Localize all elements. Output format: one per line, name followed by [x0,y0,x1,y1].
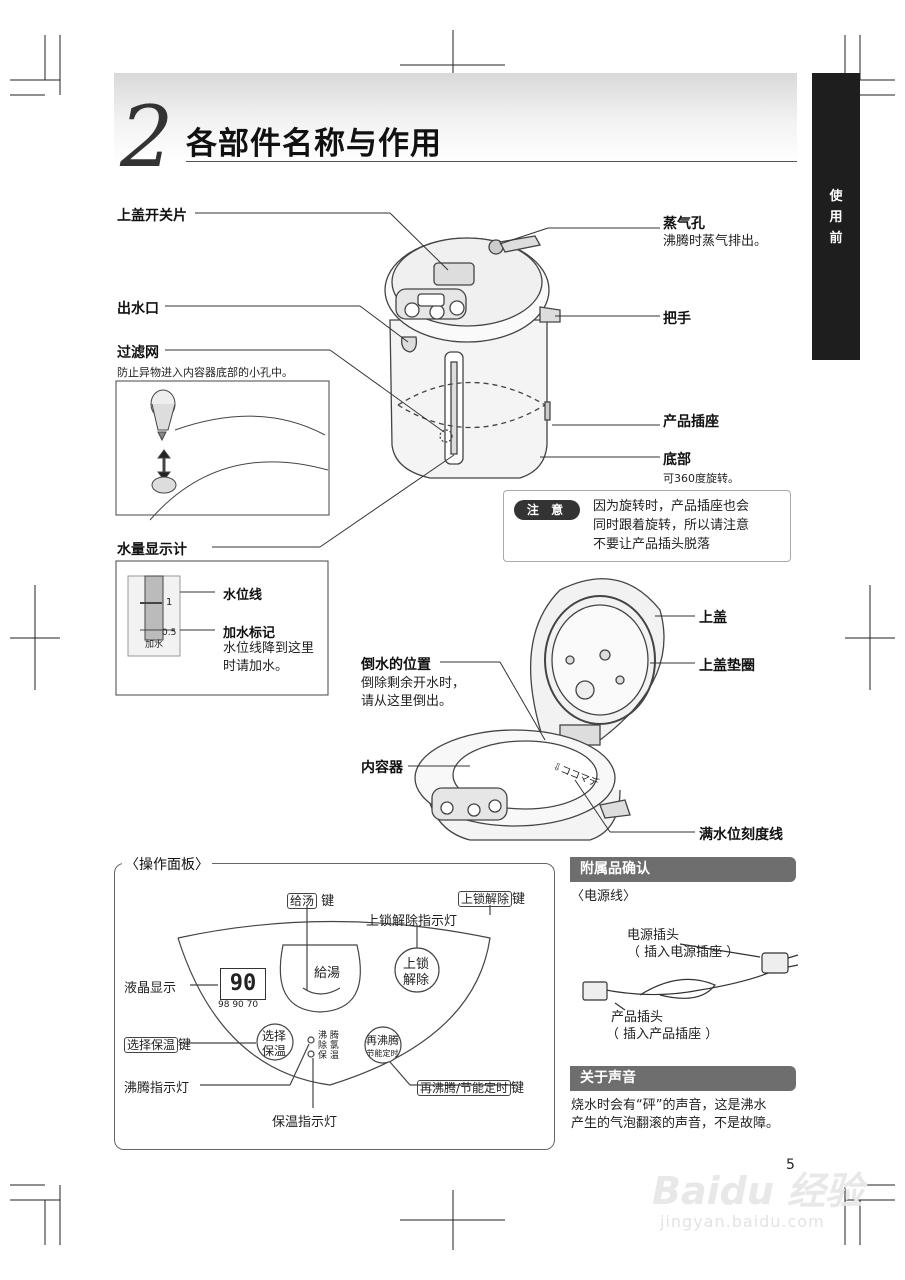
product-plug-desc: （ 插入产品插座 ） [606,1027,719,1042]
pour-description: 倒除剩余开水时， 请从这里倒出。 [361,676,466,709]
lcd-display: 90 [220,968,266,1000]
gauge-refill-tag: 加水 [145,640,164,650]
label-handle: 把手 [663,311,691,327]
steam-vent-description: 沸腾时蒸气排出。 [663,234,768,249]
select-keep-key-label: 选择保温键 [124,1034,191,1053]
gauge-tick-1: 1 [166,597,173,608]
label-lid-switch: 上盖开关片 [117,208,187,224]
reboil-button[interactable]: 再沸腾 节能定时 [366,1034,399,1058]
label-water-gauge: 水量显示计 [117,542,187,558]
dispense-key-label: 给汤 键 [287,890,334,909]
label-lid: 上盖 [699,610,727,626]
label-full-line: 满水位刻度线 [699,827,783,843]
page-number: 5 [786,1157,795,1173]
power-plug-label: 电源插头 [627,928,680,943]
label-lid-gasket: 上盖垫圈 [699,658,755,674]
label-power-socket: 产品插座 [663,414,719,430]
label-refill-mark: 加水标记 [223,626,276,641]
pot-illustration [384,235,561,479]
lcd-label: 液晶显示 [124,981,177,996]
gauge-tick-05: 0.5 [162,628,177,638]
unlock-indicator-label: 上锁解除指示灯 [366,914,458,929]
operation-panel-title: 〈操作面板〉 [122,854,212,874]
operation-panel-box [114,863,555,1150]
keep-warm-indicator-label: 保温指示灯 [272,1115,338,1130]
watermark-url: jingyan.baidu.com [660,1212,825,1231]
chapter-number: 2 [120,88,174,186]
boil-indicator-label: 沸腾指示灯 [124,1081,190,1096]
page-title: 各部件名称与作用 [186,126,442,162]
power-plug-desc: （ 插入电源插座 ） [627,945,740,960]
base-description: 可360度旋转。 [663,472,739,485]
select-keep-button[interactable]: 选择 保温 [262,1029,287,1058]
caution-box [503,490,791,562]
lcd-temps: 98 90 70 [218,1000,259,1010]
title-rule [186,161,797,162]
product-plug-label: 产品插头 [611,1010,664,1025]
sound-text: 烧水时会有“砰”的声音，这是沸水 产生的气泡翻滚的声音，不是故障。 [571,1098,780,1131]
unlock-key-label: 上锁解除键 [458,888,525,907]
label-pour-position: 倒水的位置 [361,657,431,673]
caution-text: 因为旋转时，产品插座也会 同时跟着旋转，所以请注意 不要让产品插头脱落 [593,499,750,552]
sound-heading: 关于声音 [570,1066,796,1091]
indicator-small-labels: 沸 腾 除 氯 保 温 [318,1031,339,1061]
accessories-heading: 附属品确认 [570,857,796,882]
caution-badge: 注 意 [514,500,580,520]
side-tab-label: 使 用 前 [829,189,843,246]
label-water-level-line: 水位线 [223,588,263,603]
side-tab [812,73,860,360]
refill-description: 水位线降到这里 时请加水。 [223,641,315,674]
dispense-button[interactable]: 給湯 [314,966,341,981]
power-cord-title: 〈电源线〉 [571,889,637,904]
filter-description: 防止异物进入内容器底部的小孔中。 [117,366,293,379]
full-mark-text: ⇩ココマデ [550,761,600,790]
header-band [114,73,797,163]
filter-inset [115,380,330,521]
unlock-button[interactable]: 上锁 解除 [403,957,430,988]
label-filter: 过滤网 [117,345,159,361]
label-spout: 出水口 [117,301,159,317]
label-steam-vent: 蒸气孔 [663,216,705,232]
label-base: 底部 [663,452,691,468]
label-inner-container: 内容器 [361,760,403,776]
reboil-key-label: 再沸腾/节能定时键 [417,1077,524,1096]
watermark-brand: Baidu 经验 [652,1169,864,1213]
